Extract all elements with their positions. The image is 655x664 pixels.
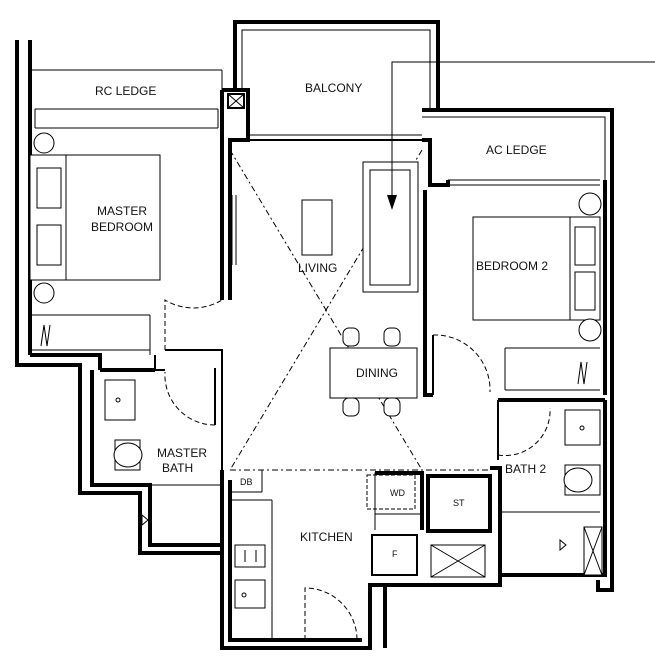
lamp-icon [33,282,55,304]
pointer-arrow [387,61,655,210]
door-swings [164,195,551,641]
label-st: ST [453,498,465,508]
kitchen-sink [234,579,266,609]
label-master-bedroom-1: MASTER [97,204,147,218]
lamp-icon [578,192,602,216]
basin [564,409,601,446]
dining-table [329,347,418,399]
room-labels: RC LEDGE BALCONY AC LEDGE MASTER BEDROOM… [91,81,548,559]
hob [234,544,266,568]
lamp-icon [33,132,55,154]
interior-walls [30,149,605,640]
label-living: LIVING [298,261,337,275]
furniture [29,93,603,609]
label-bath-2: BATH 2 [505,462,546,476]
label-kitchen: KITCHEN [300,530,353,544]
label-master-bath-1: MASTER [157,446,207,460]
label-bedroom-2: BEDROOM 2 [476,259,548,273]
label-ac-ledge: AC LEDGE [486,143,547,157]
label-wd: WD [390,488,405,498]
label-rc-ledge: RC LEDGE [95,84,156,98]
label-db: DB [240,477,253,487]
exterior-walls [15,20,614,650]
coffee-table [301,199,333,256]
label-master-bedroom-2: BEDROOM [91,220,153,234]
label-master-bath-2: BATH [162,461,193,475]
label-balcony: BALCONY [305,81,362,95]
lamp-icon [578,318,602,342]
label-dining: DINING [356,366,398,380]
label-fridge: F [392,549,398,559]
